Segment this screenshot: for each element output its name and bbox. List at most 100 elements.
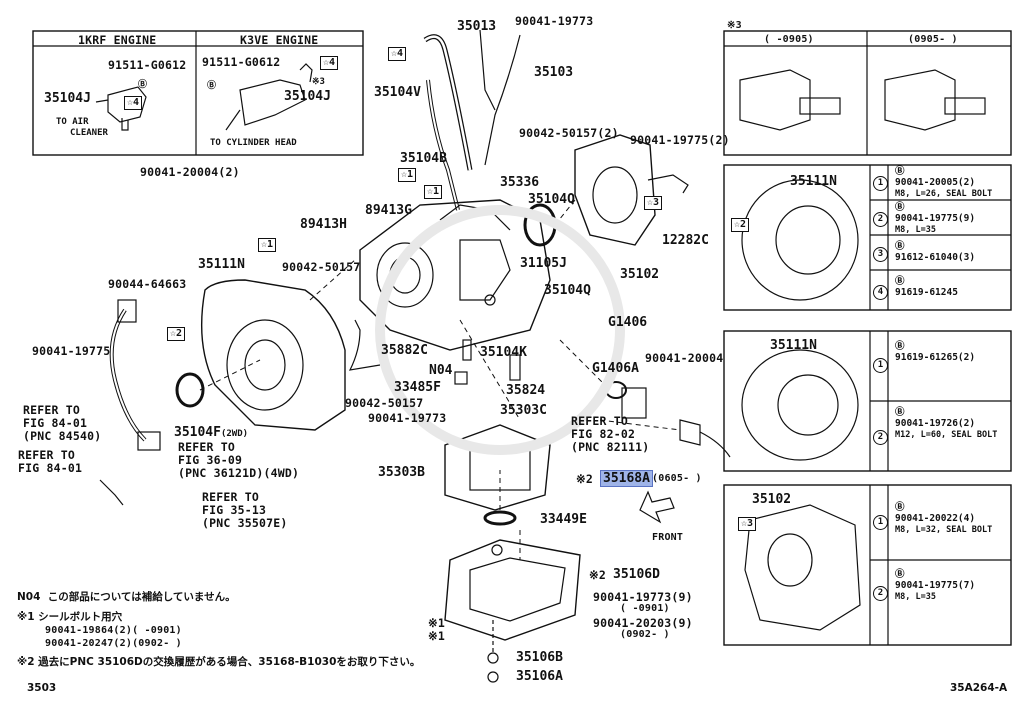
star-marker: ☆2 — [167, 327, 186, 341]
table-row[interactable]: 2 — [873, 212, 888, 227]
part-label[interactable]: 90041-19775 — [32, 344, 111, 358]
part-label[interactable]: 35103 — [534, 65, 574, 80]
part-label[interactable]: G1406 — [608, 315, 648, 330]
part-label[interactable]: 35104B — [400, 151, 447, 166]
part-label[interactable]: 35824 — [506, 383, 546, 398]
refer-label[interactable]: FIG 35-13 — [202, 503, 267, 517]
mark-label: ※2 — [576, 472, 593, 486]
engine-title-k3ve: K3VE ENGINE — [240, 33, 319, 47]
part-label[interactable]: 90041-19773 — [515, 14, 594, 28]
part-label[interactable]: 35104F(2WD) — [174, 425, 249, 440]
part-label[interactable]: 90041-19775(2) — [630, 133, 730, 147]
refer-label[interactable]: REFER TO — [18, 448, 75, 462]
part-label[interactable]: 90041-20004 — [645, 351, 724, 365]
part-label[interactable]: 35104Q — [528, 192, 575, 207]
page-number: 3503 — [27, 682, 57, 694]
part-label[interactable]: 35104Q — [544, 283, 591, 298]
footnote-1-part[interactable]: 90041-20247(2)(0902- ) — [45, 638, 182, 649]
part-label[interactable]: 90042-50157 — [345, 396, 424, 410]
table-row[interactable]: 1 — [873, 176, 888, 191]
footnote-2: ※2 過去にPNC 35106Dの交換履歴がある場合、35168-B1030をお… — [17, 656, 421, 668]
table-row[interactable]: 4 — [873, 285, 888, 300]
part-label[interactable]: G1406A — [592, 361, 639, 376]
part-label[interactable]: 33449E — [540, 512, 587, 527]
refer-label[interactable]: FIG 82-02 — [571, 427, 636, 441]
footnote-n04: N04 この部品については補給していません。 — [17, 591, 236, 603]
refer-label[interactable]: REFER TO — [571, 414, 628, 428]
refer-label[interactable]: FIG 84-01 — [18, 461, 83, 475]
mark-label: ※3 — [727, 20, 742, 31]
part-label[interactable]: 31105J — [520, 256, 567, 271]
star-marker: ☆1 — [258, 238, 277, 252]
star-marker: ☆2 — [731, 218, 750, 232]
refer-label[interactable]: (PNC 82111) — [571, 440, 650, 454]
date-range: (0902- ) — [620, 629, 670, 640]
part-label[interactable]: 90041-19773 — [368, 411, 447, 425]
table-row[interactable]: 2 — [873, 430, 888, 445]
part-label[interactable]: 35102 — [620, 267, 660, 282]
table-row[interactable]: 3 — [873, 247, 888, 262]
footnote-1-part[interactable]: 90041-19864(2)( -0901) — [45, 625, 182, 636]
footnote-1: ※1 シールボルト用穴 — [17, 611, 123, 623]
engine-title-1krf: 1KRF ENGINE — [78, 33, 157, 47]
part-label[interactable]: 35106B — [516, 650, 563, 665]
table-row[interactable]: 1 — [873, 515, 888, 530]
part-label[interactable]: 90042-50157(2) — [519, 126, 619, 140]
note-label: TO AIR — [56, 117, 89, 127]
refer-label[interactable]: (PNC 36121D)(4WD) — [178, 466, 300, 480]
part-label[interactable]: 35104J — [284, 89, 331, 104]
part-label[interactable]: 33485F — [394, 380, 441, 395]
mark-label: ※1 — [428, 616, 445, 630]
part-label[interactable]: 35104V — [374, 85, 421, 100]
part-label[interactable]: 35104K — [480, 345, 527, 360]
part-label[interactable]: N04 — [429, 363, 453, 378]
star-marker: ☆1 — [424, 185, 443, 199]
refer-label[interactable]: (PNC 84540) — [23, 429, 102, 443]
star-marker: ☆4 — [320, 56, 339, 70]
table-row[interactable]: 2 — [873, 586, 888, 601]
part-label[interactable]: 91511-G0612 — [202, 55, 281, 69]
part-label[interactable]: 91511-G0612 — [108, 58, 187, 72]
part-label[interactable]: 35106D — [613, 567, 660, 582]
part-label[interactable]: 35013 — [457, 19, 497, 34]
star-marker: ☆4 — [388, 47, 407, 61]
part-label[interactable]: 90044-64663 — [108, 277, 187, 291]
part-label[interactable]: 35336 — [500, 175, 540, 190]
part-label[interactable]: 89413H — [300, 217, 347, 232]
part-label[interactable]: 35111N — [790, 174, 837, 189]
part-label[interactable]: 90041-20004(2) — [140, 165, 240, 179]
star-marker: ☆3 — [738, 517, 757, 531]
part-label[interactable]: 35104J — [44, 91, 91, 106]
part-label[interactable]: 90042-50157 — [282, 260, 361, 274]
refer-label[interactable]: (PNC 35507E) — [202, 516, 288, 530]
part-label[interactable]: 35111N — [770, 338, 817, 353]
table-row[interactable]: 1 — [873, 358, 888, 373]
part-label-highlighted[interactable]: 35168A — [600, 470, 653, 487]
refer-label[interactable]: REFER TO — [23, 403, 80, 417]
bolt-marker-icon: Ⓑ — [207, 81, 217, 91]
part-label[interactable]: 35882C — [381, 343, 428, 358]
inset-column-label: ( -0905) — [764, 34, 814, 45]
refer-label[interactable]: REFER TO — [178, 440, 235, 454]
part-label[interactable]: 35102 — [752, 492, 792, 507]
part-label[interactable]: 35106A — [516, 669, 563, 684]
note-label: TO CYLINDER HEAD — [210, 138, 297, 148]
refer-label[interactable]: REFER TO — [202, 490, 259, 504]
part-label[interactable]: 12282C — [662, 233, 709, 248]
bolt-marker-icon: Ⓑ — [138, 80, 148, 90]
refer-label[interactable]: FIG 84-01 — [23, 416, 88, 430]
part-label[interactable]: 35111N — [198, 257, 245, 272]
figure-code: 35A264-A — [950, 682, 1008, 694]
refer-label[interactable]: FIG 36-09 — [178, 453, 243, 467]
date-range: (0605- ) — [652, 473, 702, 484]
part-label[interactable]: 90041-19773(9) — [593, 590, 693, 604]
part-label[interactable]: 35303B — [378, 465, 425, 480]
part-label[interactable]: 90041-20203(9) — [593, 616, 693, 630]
part-label[interactable]: 35303C — [500, 403, 547, 418]
part-label[interactable]: 89413G — [365, 203, 412, 218]
